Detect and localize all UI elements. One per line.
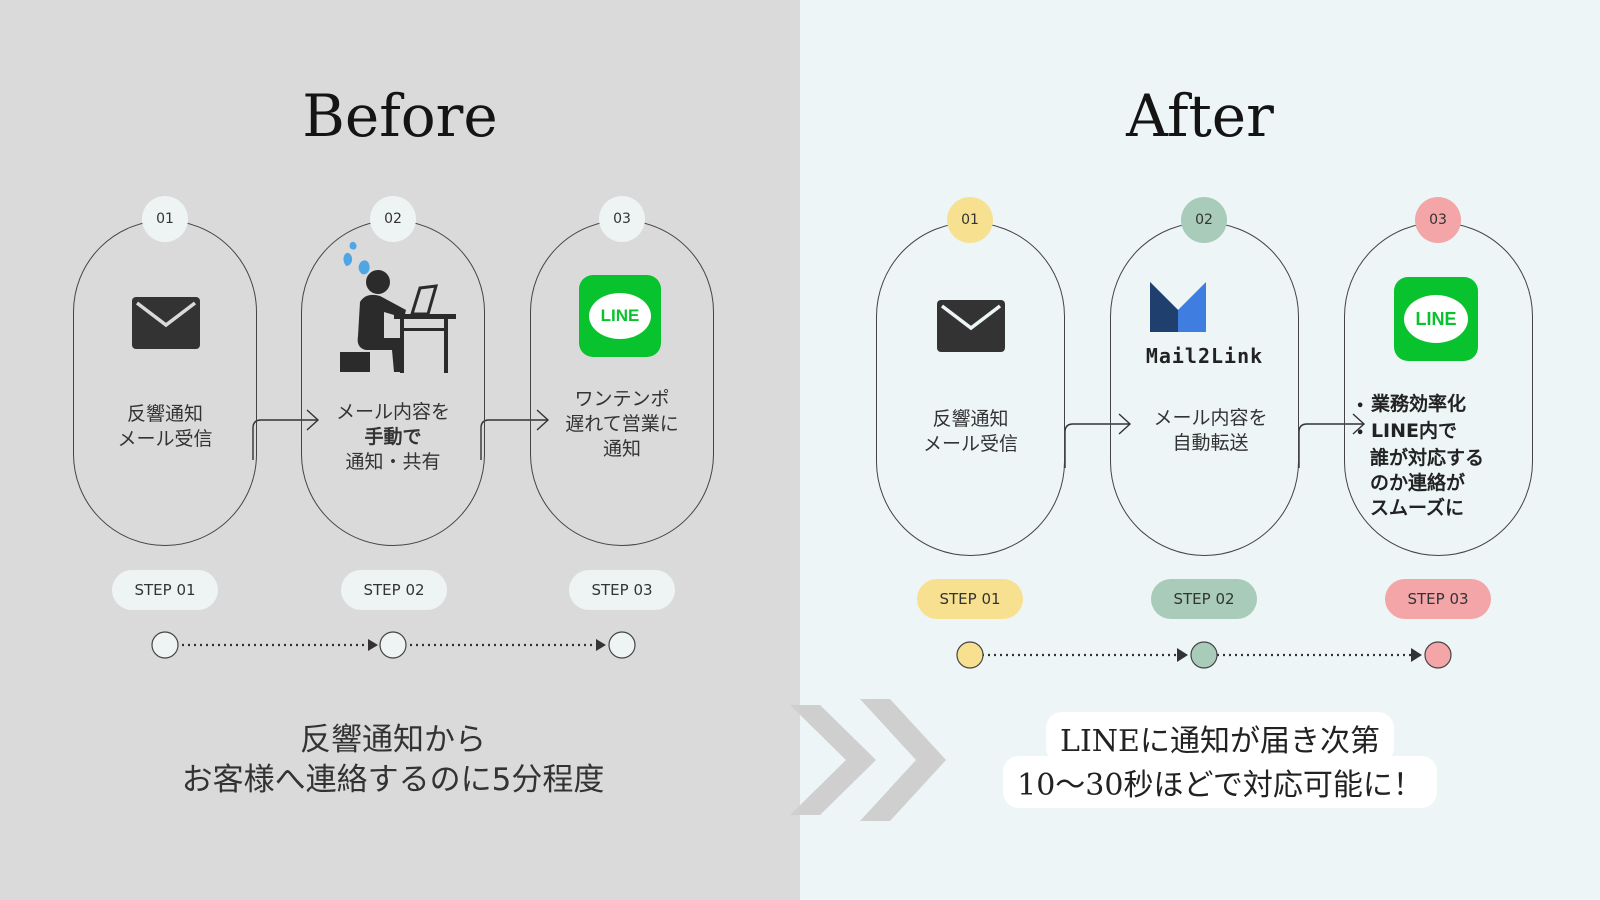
summary-line: 10〜30秒ほどで対応可能に！ [1003,756,1437,808]
before-step1-label: STEP 01 [112,570,218,610]
after-step2-label: STEP 02 [1151,579,1257,619]
bullet-continuation: 誰が対応する [1370,447,1485,469]
before-step3-pill [530,220,714,546]
before-panel: Before 01 02 03 [0,0,800,900]
bullet-item: • LINE内で [1356,420,1457,442]
line-logo-text: LINE [589,293,651,339]
after-step3-label: STEP 03 [1385,579,1491,619]
line-logo-icon: LINE [579,275,661,357]
before-title: Before [302,82,498,150]
envelope-icon [937,300,1005,356]
desc-line: メール受信 [117,428,213,450]
line-logo-icon: LINE [1394,277,1478,361]
bullet-item: • 業務効率化 [1356,393,1466,415]
bullet-continuation: のか連絡が [1370,472,1466,494]
line-logo-text: LINE [1404,295,1468,343]
before-step3-label: STEP 03 [569,570,675,610]
desc-line: 通知・共有 [345,451,441,473]
summary-line: 反響通知から [300,722,486,758]
after-step1-desc: 反響通知 メール受信 [876,407,1065,457]
after-summary: LINEに通知が届き次第 10〜30秒ほどで対応可能に！ [1000,712,1440,808]
after-title: After [1126,82,1274,150]
after-step1-label: STEP 01 [917,579,1023,619]
before-step3-desc: ワンテンポ 遅れて営業に 通知 [530,387,714,462]
desc-line: メール受信 [922,433,1018,455]
after-step3-bullets: • 業務効率化 • LINE内で 誰が対応する のか連絡が スムーズに [1356,392,1485,521]
before-step1-desc: 反響通知 メール受信 [73,402,257,452]
before-step2-number: 02 [370,196,416,242]
after-step1-pill [876,222,1065,556]
after-step2-number: 02 [1181,197,1227,243]
after-step3-number: 03 [1415,197,1461,243]
desc-line: 反響通知 [932,408,1009,430]
envelope-icon [132,297,200,353]
mail2link-logo-icon [1148,276,1208,338]
before-step3-number: 03 [599,196,645,242]
desc-line: ワンテンポ [574,388,670,410]
before-summary: 反響通知から お客様へ連絡するのに5分程度 [0,720,786,800]
desc-line: メール内容を [335,401,450,423]
desc-line-bold: 手動で [364,426,422,448]
after-step2-pill [1110,222,1299,556]
desc-line: 自動転送 [1172,432,1249,454]
desc-line: メール内容を [1153,407,1268,429]
desc-line: 通知 [602,438,641,460]
bullet-continuation: スムーズに [1370,497,1465,519]
person-laptop-icon [336,240,460,386]
double-chevron-icon [790,699,946,821]
desc-line: 遅れて営業に [565,413,679,435]
after-step2-desc: メール内容を 自動転送 [1116,406,1305,456]
before-step1-pill [73,220,257,546]
before-step2-label: STEP 02 [341,570,447,610]
before-step2-desc: メール内容を 手動で 通知・共有 [301,400,485,475]
before-step1-number: 01 [142,196,188,242]
after-panel: After 01 02 03 Mail2Link LIN [800,0,1600,900]
desc-line: 反響通知 [126,403,203,425]
mail2link-logo-text: Mail2Link [1145,344,1264,368]
after-step1-number: 01 [947,197,993,243]
summary-line: LINEに通知が届き次第 [1046,712,1394,764]
summary-line: お客様へ連絡するのに5分程度 [181,762,605,798]
